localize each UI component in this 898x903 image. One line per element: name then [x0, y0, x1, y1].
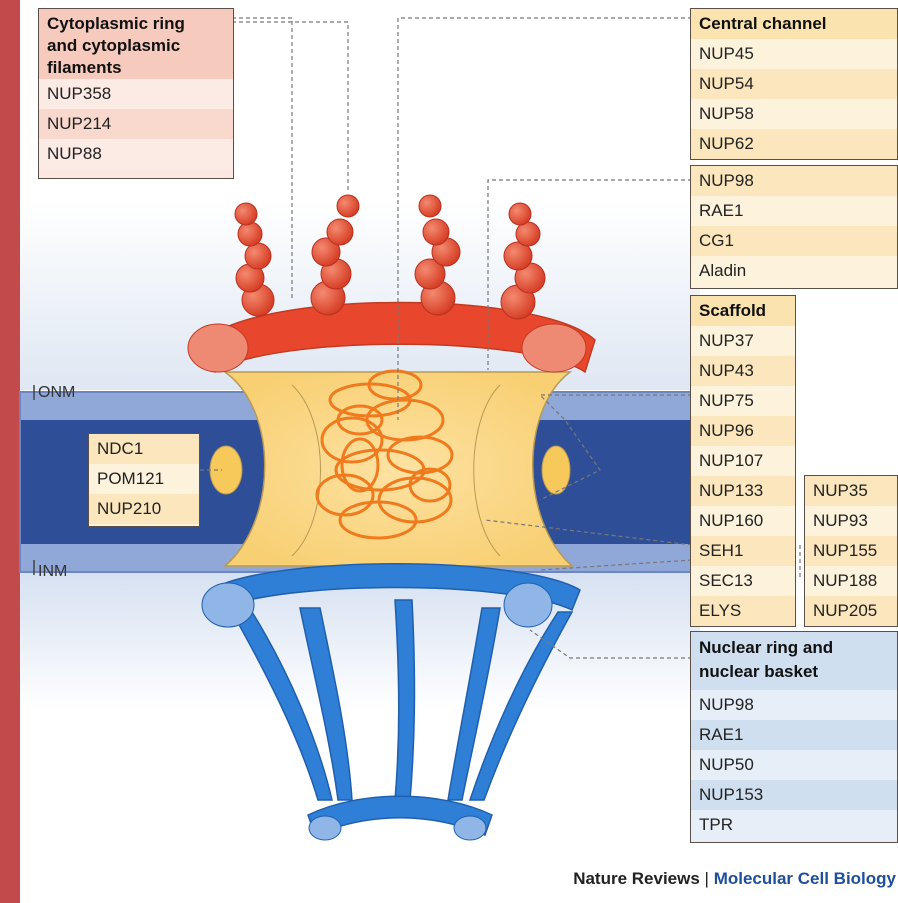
filament-bead — [327, 219, 353, 245]
list-item: NUP37 — [691, 326, 795, 356]
filament-bead — [337, 195, 359, 217]
list-item: NUP58 — [691, 99, 897, 129]
filament-bead — [235, 203, 257, 225]
list-item: NUP214 — [39, 109, 233, 139]
journal-name: Nature Reviews — [573, 869, 700, 888]
scaffold-box-title: Scaffold — [691, 296, 795, 326]
list-item: NUP107 — [691, 446, 795, 476]
list-item: POM121 — [89, 464, 199, 494]
central-box-title: Central channel — [691, 9, 897, 39]
list-item: RAE1 — [691, 720, 897, 750]
central-channel-box: Central channel NUP45 NUP54 NUP58 NUP62 — [690, 8, 898, 160]
list-item: NUP153 — [691, 780, 897, 810]
membrane-nup-box: NDC1 POM121 NUP210 — [88, 433, 200, 527]
list-item: NUP188 — [805, 566, 897, 596]
nucleoplasm-background — [20, 570, 700, 710]
list-item: NUP98 — [691, 690, 897, 720]
list-item: Aladin — [691, 256, 897, 286]
journal-credit: Nature Reviews | Molecular Cell Biology — [573, 869, 896, 889]
list-item: SEH1 — [691, 536, 795, 566]
list-item: RAE1 — [691, 196, 897, 226]
list-item: NUP210 — [89, 494, 199, 524]
list-item: NDC1 — [89, 434, 199, 464]
cytoplasmic-box-title: Cytoplasmic ring and cytoplasmic filamen… — [39, 9, 233, 79]
list-item: NUP93 — [805, 506, 897, 536]
list-item: ELYS — [691, 596, 795, 626]
credit-separator: | — [700, 869, 714, 888]
cytoplasmic-ring-box: Cytoplasmic ring and cytoplasmic filamen… — [38, 8, 234, 179]
filament-bead — [423, 219, 449, 245]
list-item: CG1 — [691, 226, 897, 256]
list-item: NUP205 — [805, 596, 897, 626]
list-item: NUP54 — [691, 69, 897, 99]
nuclear-basket-box: Nuclear ring and nuclear basket NUP98 RA… — [690, 631, 898, 843]
scaffold-box: Scaffold NUP37 NUP43 NUP75 NUP96 NUP107 … — [690, 295, 796, 627]
list-item: NUP50 — [691, 750, 897, 780]
filament-bead — [419, 195, 441, 217]
journal-section: Molecular Cell Biology — [714, 869, 896, 888]
filament-bead — [245, 243, 271, 269]
list-item: NUP98 — [691, 166, 897, 196]
list-item: NUP96 — [691, 416, 795, 446]
list-item: NUP62 — [691, 129, 897, 159]
list-item: NUP75 — [691, 386, 795, 416]
list-item: NUP160 — [691, 506, 795, 536]
list-item: NUP43 — [691, 356, 795, 386]
list-item: NUP358 — [39, 79, 233, 109]
nuclear-box-title: Nuclear ring and nuclear basket — [691, 632, 897, 690]
list-item: SEC13 — [691, 566, 795, 596]
list-item: NUP35 — [805, 476, 897, 506]
list-item: TPR — [691, 810, 897, 840]
list-item: NUP88 — [39, 139, 233, 169]
filament-bead — [238, 222, 262, 246]
fg-nup-box: NUP98 RAE1 CG1 Aladin — [690, 165, 898, 289]
list-item: NUP133 — [691, 476, 795, 506]
cytoplasm-background — [20, 200, 700, 390]
list-item: NUP155 — [805, 536, 897, 566]
list-item: NUP45 — [691, 39, 897, 69]
filament-bead — [516, 222, 540, 246]
scaffold-side-box: NUP35 NUP93 NUP155 NUP188 NUP205 — [804, 475, 898, 627]
inm-label: INM — [38, 563, 67, 581]
filament-bead — [509, 203, 531, 225]
onm-label: ONM — [38, 384, 75, 402]
